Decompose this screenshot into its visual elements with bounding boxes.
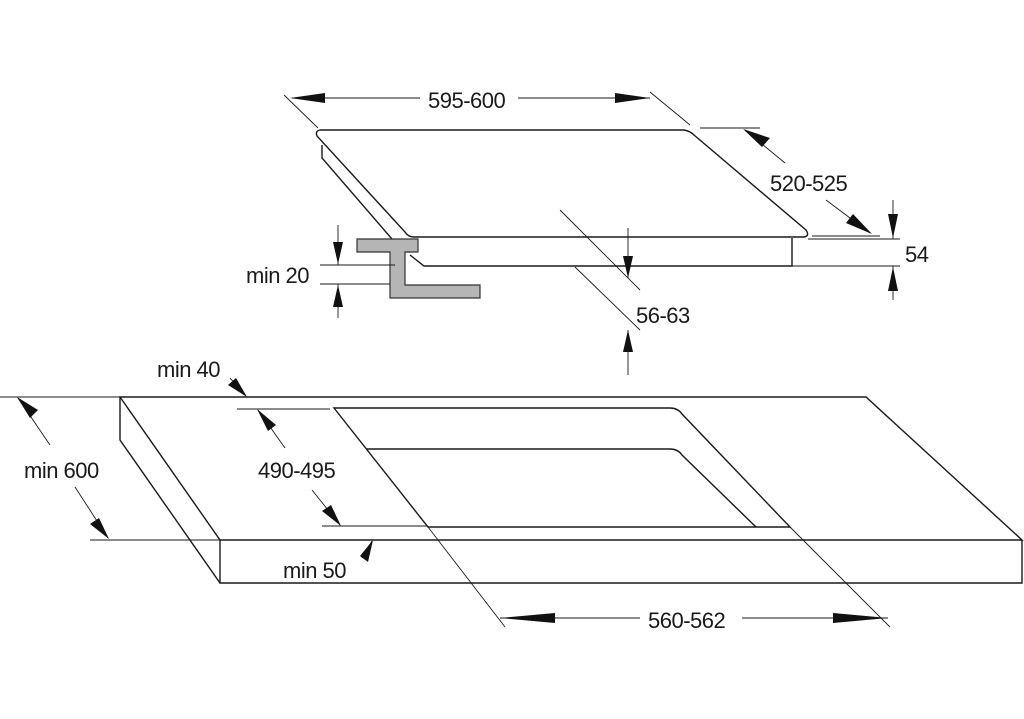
clearance-dimension <box>320 225 395 318</box>
mounting-bracket <box>356 238 481 299</box>
countertop <box>118 396 1024 584</box>
cutout <box>332 407 792 528</box>
front-margin-dimension <box>360 540 373 562</box>
countertop-depth-dimension <box>0 396 220 541</box>
front-margin-label: min 50 <box>283 558 346 583</box>
countertop-depth-label: min 600 <box>24 458 99 483</box>
hob-height-dimension <box>792 200 900 300</box>
cutout-width-dimension <box>427 526 891 628</box>
clearance-label: min 20 <box>246 263 309 288</box>
hob-width-label: 595-600 <box>428 88 506 113</box>
insert-depth-label: 56-63 <box>636 303 690 328</box>
cutout-depth-dimension <box>237 408 428 527</box>
hob-depth-label: 520-525 <box>770 171 848 196</box>
cutout-depth-label: 490-495 <box>258 458 336 483</box>
hob-width-dimension <box>283 91 691 129</box>
hob-depth-dimension <box>700 127 880 237</box>
cutout-width-label: 560-562 <box>648 608 726 633</box>
back-margin-dimension <box>228 377 247 397</box>
insert-depth-dimension <box>559 209 641 375</box>
back-margin-label: min 40 <box>157 357 220 382</box>
hob-height-label: 54 <box>905 242 929 267</box>
